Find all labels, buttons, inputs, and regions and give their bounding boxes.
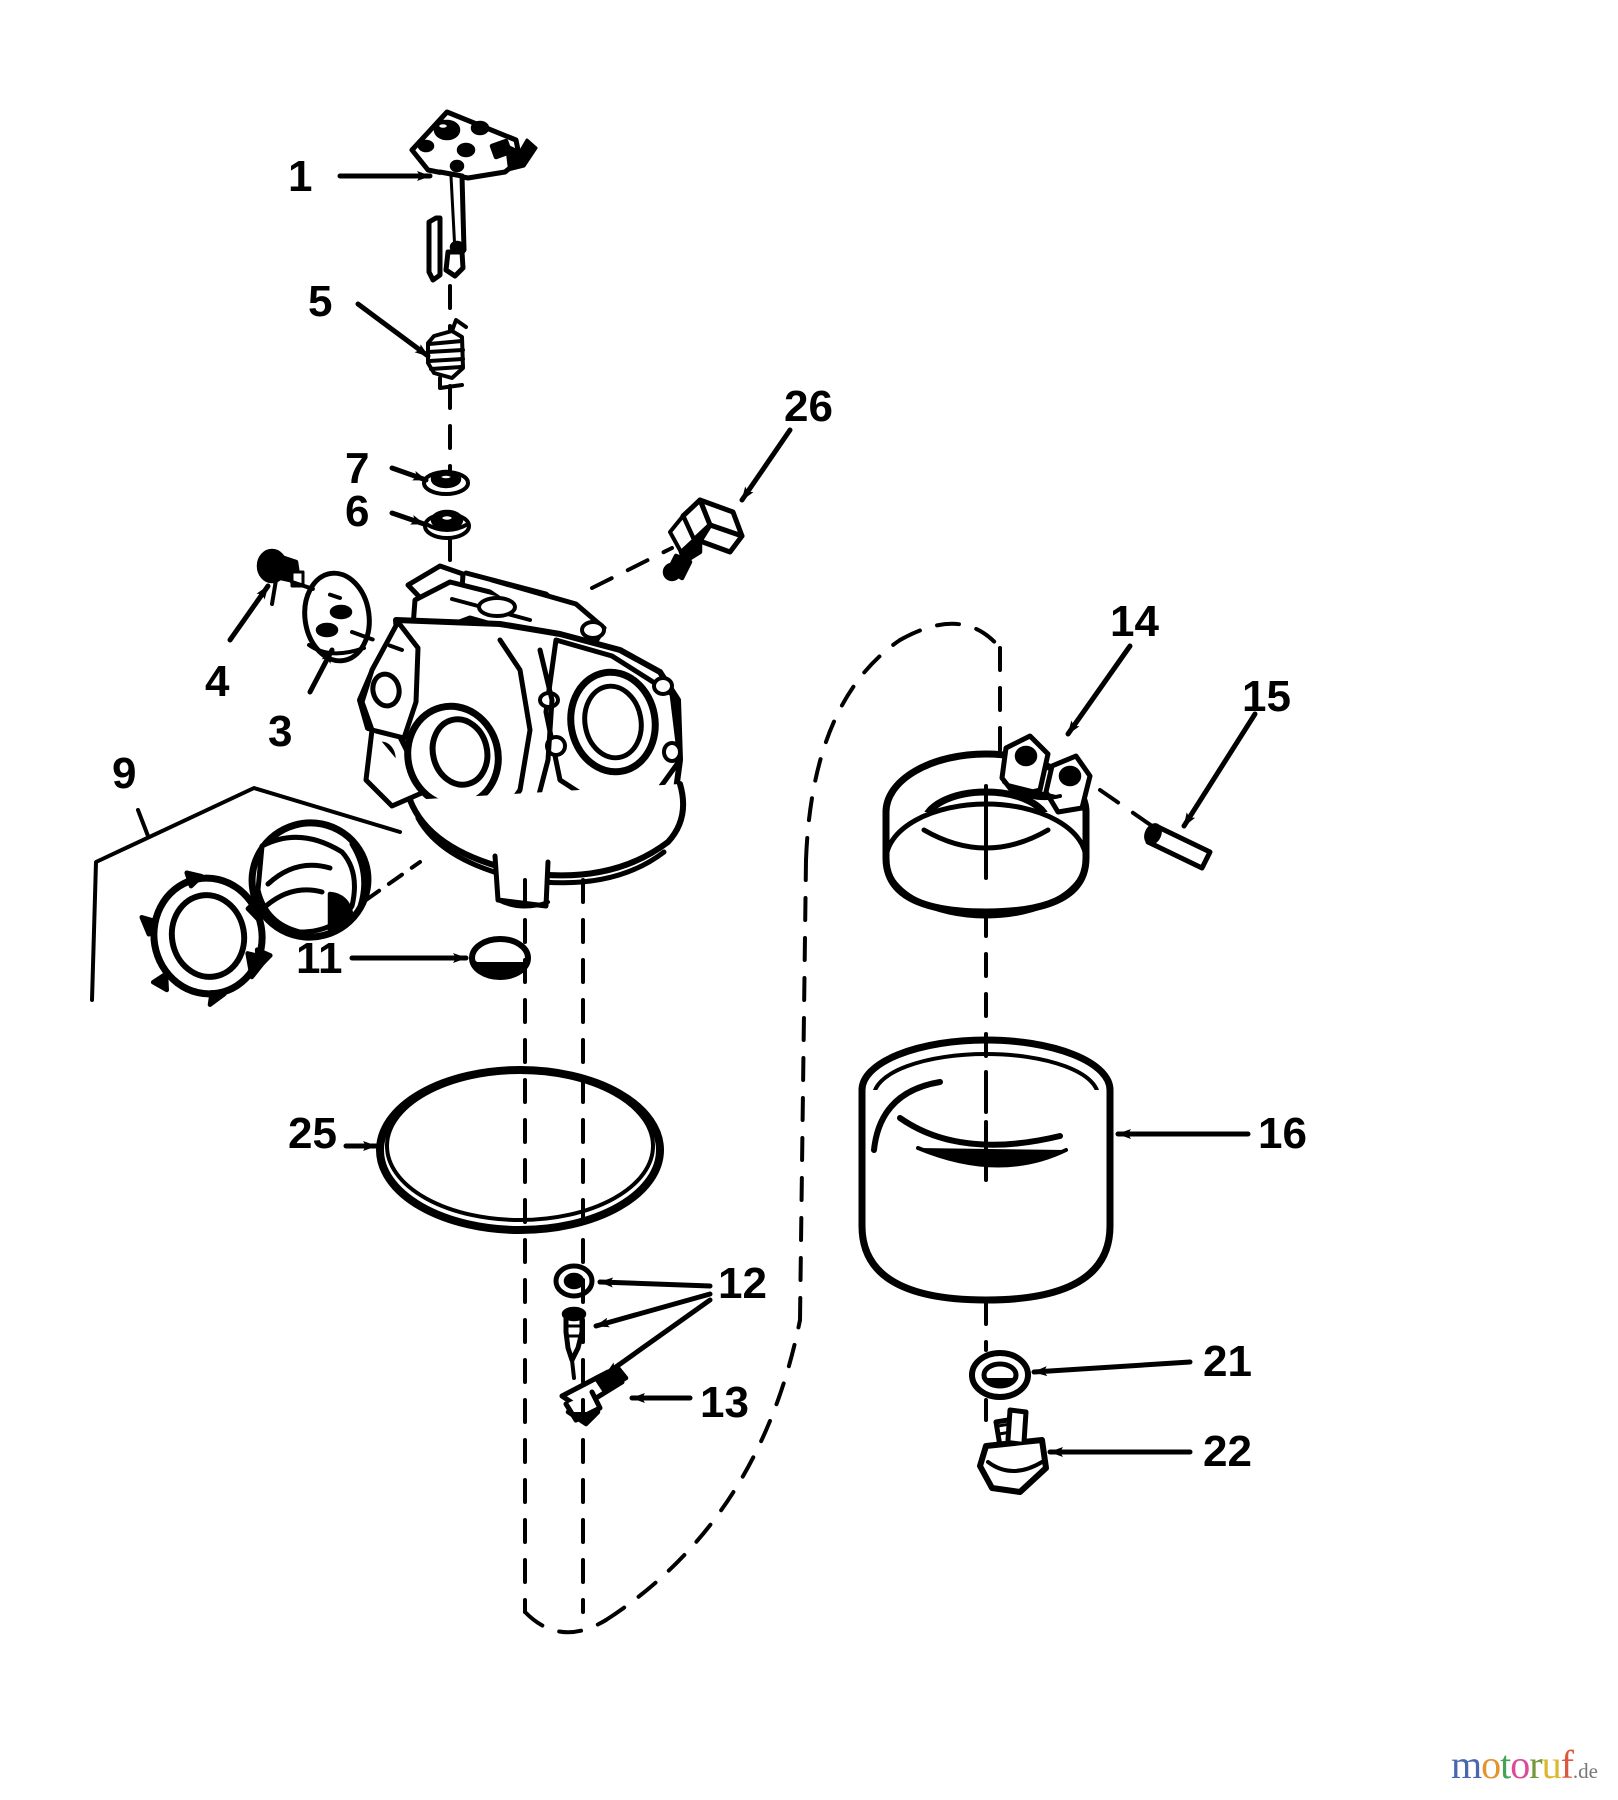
part-fuel-inlet-fitting (662, 497, 745, 582)
callout-12: 12 (718, 1259, 767, 1308)
part-bowl-gasket (376, 1066, 664, 1234)
watermark-text: motoruf (1451, 1742, 1574, 1787)
part-throttle-plate (302, 570, 372, 664)
part-float-assembly (882, 733, 1213, 919)
callout-4: 4 (205, 657, 230, 706)
part-throttle-lever-bracket (409, 109, 538, 283)
part-needle-and-seat (553, 1263, 595, 1380)
callout-1: 1 (288, 152, 313, 201)
callout-25: 25 (288, 1109, 337, 1158)
callout-7: 7 (345, 444, 370, 493)
callout-26: 26 (784, 382, 833, 431)
callout-11: 11 (296, 934, 343, 983)
callout-3: 3 (268, 707, 293, 756)
part-bowl-nut-gasket (969, 1350, 1031, 1400)
site-watermark: motoruf.de (1451, 1741, 1598, 1788)
watermark-suffix: .de (1572, 1759, 1598, 1783)
part-spring (426, 318, 468, 390)
part-lower-washer (423, 509, 471, 540)
callout-21: 21 (1203, 1337, 1252, 1386)
assembly-centerlines (290, 284, 1154, 1635)
part-carburetor-body (357, 563, 687, 909)
callout-6: 6 (345, 487, 370, 536)
part-bowl-retaining-nut (977, 1407, 1049, 1495)
callout-9: 9 (112, 749, 137, 798)
callout-leaders (227, 171, 1258, 1457)
callout-22: 22 (1203, 1427, 1252, 1476)
callout-16: 16 (1258, 1109, 1307, 1158)
part-choke-assembly (90, 786, 422, 1007)
callout-14: 14 (1110, 597, 1159, 646)
part-float-clip (559, 1365, 629, 1427)
callout-13: 13 (700, 1378, 749, 1427)
callout-15: 15 (1242, 672, 1291, 721)
part-welch-plug (469, 936, 531, 980)
part-upper-washer (422, 469, 470, 496)
part-idle-screw (256, 548, 305, 606)
callout-5: 5 (308, 277, 333, 326)
part-float-bowl (858, 1036, 1114, 1304)
